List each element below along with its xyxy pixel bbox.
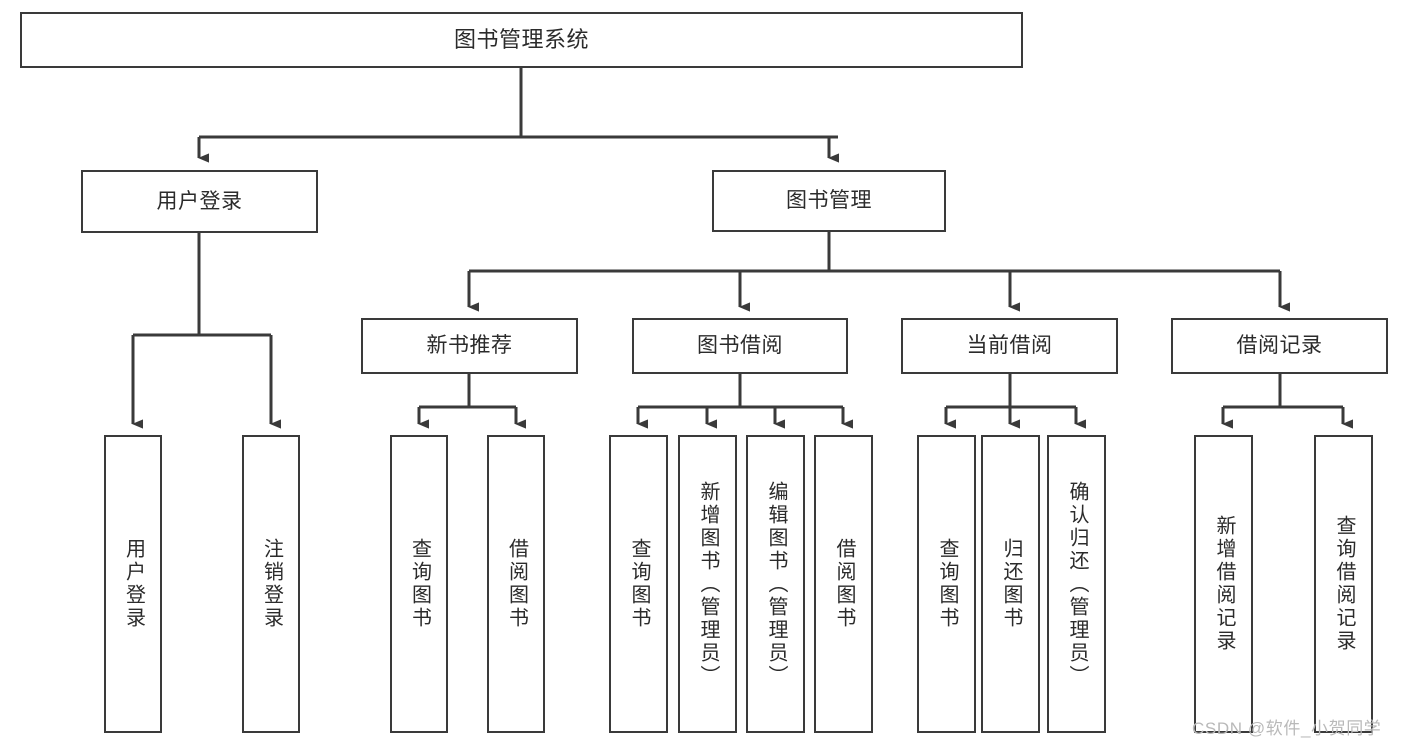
node-label: 当前借阅 [966, 334, 1053, 358]
leaf-record-add-borrow-record[interactable]: 新增借阅记录 [1194, 435, 1253, 733]
node-label: 借阅图书 [833, 538, 855, 630]
leaf-borrow-borrow-book[interactable]: 借阅图书 [814, 435, 873, 733]
node-label: 新增借阅记录 [1213, 515, 1235, 653]
node-book-borrowing[interactable]: 图书借阅 [632, 318, 848, 374]
node-root-book-management-system[interactable]: 图书管理系统 [20, 12, 1023, 68]
leaf-new-book-query[interactable]: 查询图书 [390, 435, 448, 733]
node-label: 用户登录 [122, 538, 145, 630]
leaf-record-query-borrow-record[interactable]: 查询借阅记录 [1314, 435, 1373, 733]
node-borrow-records[interactable]: 借阅记录 [1171, 318, 1388, 374]
node-new-book-recommendation[interactable]: 新书推荐 [361, 318, 578, 374]
leaf-current-return-book[interactable]: 归还图书 [981, 435, 1040, 733]
node-label: 新书推荐 [426, 334, 513, 358]
leaf-current-query-book[interactable]: 查询图书 [917, 435, 976, 733]
node-label: 注销登录 [260, 538, 283, 630]
node-label: 查询图书 [936, 538, 958, 630]
node-book-management[interactable]: 图书管理 [712, 170, 946, 232]
node-label: 用户登录 [156, 189, 243, 213]
leaf-current-confirm-return-admin[interactable]: 确认归还（管理员） [1047, 435, 1106, 733]
node-label: 查询图书 [628, 538, 650, 630]
leaf-borrow-add-book-admin[interactable]: 新增图书（管理员） [678, 435, 737, 733]
node-label: 借阅图书 [505, 538, 528, 630]
node-label: 归还图书 [1000, 538, 1022, 630]
node-label: 图书管理 [786, 189, 872, 213]
leaf-new-book-borrow[interactable]: 借阅图书 [487, 435, 545, 733]
node-label: 图书管理系统 [453, 26, 589, 52]
leaf-borrow-edit-book-admin[interactable]: 编辑图书（管理员） [746, 435, 805, 733]
node-current-borrowing[interactable]: 当前借阅 [901, 318, 1118, 374]
node-label: 查询图书 [408, 538, 431, 630]
node-label: 新增图书（管理员） [697, 480, 719, 688]
node-label: 图书借阅 [697, 334, 783, 358]
node-label: 编辑图书（管理员） [765, 480, 787, 688]
leaf-logout[interactable]: 注销登录 [242, 435, 300, 733]
node-user-login[interactable]: 用户登录 [81, 170, 318, 233]
leaf-borrow-query-book[interactable]: 查询图书 [609, 435, 668, 733]
node-label: 查询借阅记录 [1333, 515, 1355, 653]
node-label: 确认归还（管理员） [1066, 480, 1088, 688]
leaf-user-login[interactable]: 用户登录 [104, 435, 162, 733]
node-label: 借阅记录 [1236, 334, 1323, 358]
